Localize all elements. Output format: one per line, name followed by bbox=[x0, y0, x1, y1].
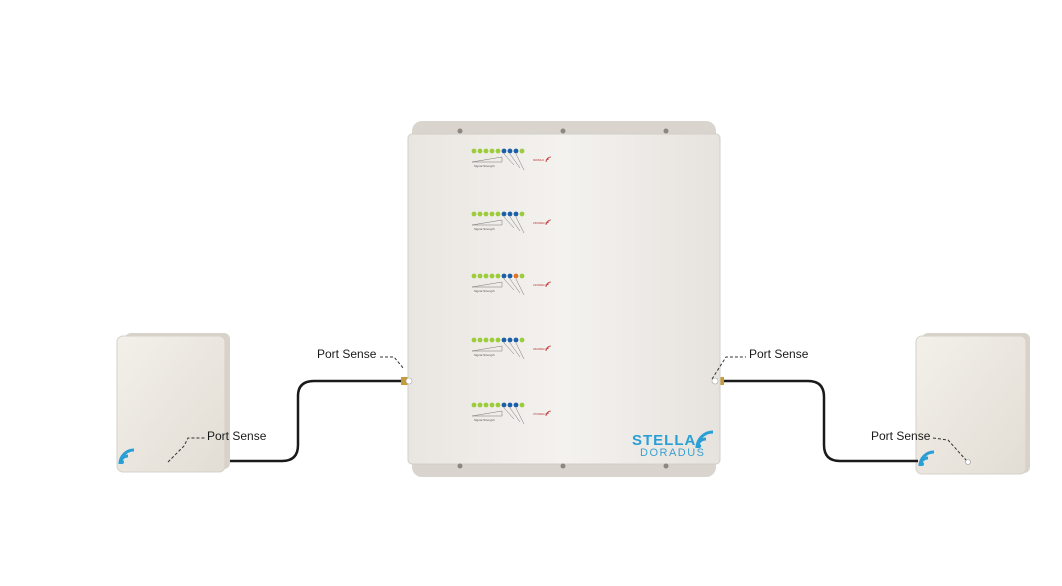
led-indicator bbox=[489, 273, 495, 279]
led-indicator bbox=[477, 148, 483, 154]
led-panel-group bbox=[471, 148, 552, 425]
led-panel-5 bbox=[471, 402, 552, 425]
led-panel-2 bbox=[471, 211, 552, 234]
led-indicator bbox=[507, 211, 513, 217]
led-indicator bbox=[477, 337, 483, 343]
led-indicator bbox=[471, 273, 477, 279]
led-indicator bbox=[489, 337, 495, 343]
band-signal-icon bbox=[545, 281, 552, 288]
led-indicator bbox=[513, 211, 519, 217]
led-indicator bbox=[477, 273, 483, 279]
led-indicator bbox=[489, 402, 495, 408]
led-indicator bbox=[483, 211, 489, 217]
led-indicator bbox=[519, 148, 525, 154]
led-indicator bbox=[495, 148, 501, 154]
led-indicator bbox=[471, 402, 477, 408]
led-leader-lines bbox=[503, 278, 525, 296]
signal-strength-label: Signal Strength bbox=[474, 227, 495, 231]
led-indicator bbox=[489, 148, 495, 154]
led-leader-lines bbox=[503, 407, 525, 425]
booster-unit bbox=[405, 121, 721, 477]
signal-strength-label: Signal Strength bbox=[474, 418, 495, 422]
signal-strength-wedge bbox=[471, 345, 503, 352]
led-indicator bbox=[501, 148, 507, 154]
led-indicator bbox=[501, 402, 507, 408]
port-sense-label-right-antenna: Port Sense bbox=[871, 429, 931, 443]
band-label: 2600MHz bbox=[533, 347, 546, 351]
wifi-signal-icon bbox=[918, 450, 935, 467]
brand-name: STELLA bbox=[632, 432, 697, 449]
signal-strength-wedge bbox=[471, 410, 503, 417]
led-indicator bbox=[495, 211, 501, 217]
leader-line-right-booster bbox=[711, 356, 746, 380]
led-indicator bbox=[483, 337, 489, 343]
led-indicator bbox=[501, 337, 507, 343]
led-indicator bbox=[519, 273, 525, 279]
led-indicator bbox=[501, 273, 507, 279]
led-indicator bbox=[513, 148, 519, 154]
led-indicator bbox=[483, 402, 489, 408]
band-signal-icon bbox=[545, 156, 552, 163]
led-indicator bbox=[477, 211, 483, 217]
led-indicator bbox=[495, 402, 501, 408]
led-indicator bbox=[471, 148, 477, 154]
brand-signal-icon bbox=[695, 430, 714, 449]
band-signal-icon bbox=[545, 345, 552, 352]
left-cable bbox=[230, 379, 404, 463]
port-sense-label-right-booster: Port Sense bbox=[749, 347, 809, 361]
band-signal-icon bbox=[545, 410, 552, 417]
band-signal-icon bbox=[545, 219, 552, 226]
led-indicator bbox=[513, 273, 519, 279]
led-leader-lines bbox=[503, 153, 525, 171]
led-panel-1 bbox=[471, 148, 552, 171]
band-label: 2100MHz bbox=[533, 283, 546, 287]
led-leader-lines bbox=[503, 342, 525, 360]
leader-line-right-antenna bbox=[932, 437, 967, 461]
brand-sub: DORADUS bbox=[640, 447, 706, 459]
signal-strength-wedge bbox=[471, 281, 503, 288]
band-label: 3700MHz bbox=[533, 412, 546, 416]
led-panel-4 bbox=[471, 337, 552, 360]
signal-strength-wedge bbox=[471, 156, 503, 163]
led-indicator bbox=[507, 273, 513, 279]
signal-strength-label: Signal Strength bbox=[474, 289, 495, 293]
led-leader-lines bbox=[503, 216, 525, 234]
led-indicator bbox=[483, 148, 489, 154]
led-indicator bbox=[507, 402, 513, 408]
led-indicator bbox=[471, 337, 477, 343]
left-antenna bbox=[116, 333, 230, 473]
brand-logo: STELLA DORADUS bbox=[632, 432, 706, 459]
led-indicator bbox=[495, 273, 501, 279]
band-label: 1800MHz bbox=[533, 221, 546, 225]
signal-strength-label: Signal Strength bbox=[474, 353, 495, 357]
signal-strength-label: Signal Strength bbox=[474, 164, 495, 168]
led-indicator bbox=[519, 211, 525, 217]
port-sense-label-left-booster: Port Sense bbox=[317, 347, 377, 361]
left-connector bbox=[401, 377, 409, 385]
led-indicator bbox=[507, 337, 513, 343]
led-indicator bbox=[477, 402, 483, 408]
led-indicator bbox=[507, 148, 513, 154]
led-indicator bbox=[513, 337, 519, 343]
leader-line-left-booster bbox=[380, 356, 405, 370]
led-indicator bbox=[489, 211, 495, 217]
led-panel-3 bbox=[471, 273, 552, 296]
led-indicator bbox=[519, 402, 525, 408]
signal-strength-wedge bbox=[471, 219, 503, 226]
port-sense-label-left-antenna: Port Sense bbox=[207, 429, 267, 443]
led-indicator bbox=[519, 337, 525, 343]
right-cable bbox=[723, 379, 918, 463]
led-indicator bbox=[471, 211, 477, 217]
led-indicator bbox=[513, 402, 519, 408]
port-sense-point bbox=[965, 459, 971, 465]
wifi-signal-icon bbox=[118, 448, 135, 465]
band-label: 900MHz bbox=[533, 158, 545, 162]
right-antenna bbox=[915, 333, 1030, 475]
leader-line-left-antenna bbox=[167, 437, 205, 463]
led-indicator bbox=[495, 337, 501, 343]
led-indicator bbox=[483, 273, 489, 279]
led-indicator bbox=[501, 211, 507, 217]
